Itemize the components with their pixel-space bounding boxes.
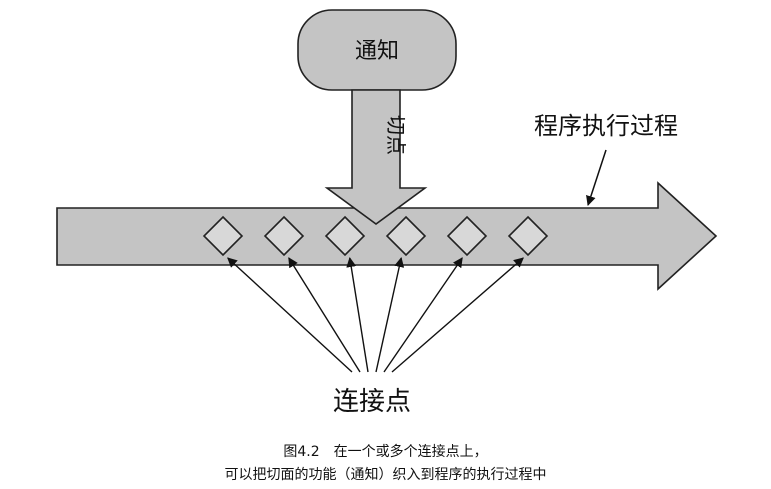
joinpoint-diamond [446,215,488,257]
joinpoint-arrow [227,257,353,373]
joinpoint-arrow [383,257,463,373]
execution-pointer [586,149,607,206]
joinpoint-diamond [263,215,305,257]
joinpoint-arrow [375,257,405,373]
joinpoint-label: 连接点 [333,387,411,417]
advice-label: 通知 [355,39,399,64]
execution-label: 程序执行过程 [534,112,678,140]
joinpoint-diamonds [202,215,549,257]
figure-caption-line-2: 可以把切面的功能（通知）织入到程序的执行过程中 [224,467,547,483]
joinpoint-diamond [324,215,366,257]
joinpoint-diamond [202,215,244,257]
joinpoint-diamond [507,215,549,257]
joinpoint-arrow [391,257,524,373]
joinpoint-arrow [346,257,369,373]
figure-caption-line-1: 图4.2 在一个或多个连接点上， [283,444,488,460]
aop-diagram: 通知 切点 程序执行过程 连接点 [56,9,718,417]
pointcut-label: 切点 [384,115,408,155]
joinpoint-arrows [227,257,524,373]
joinpoint-arrow [288,257,361,373]
joinpoint-diamond [385,215,427,257]
pointcut-arrow [324,89,428,225]
